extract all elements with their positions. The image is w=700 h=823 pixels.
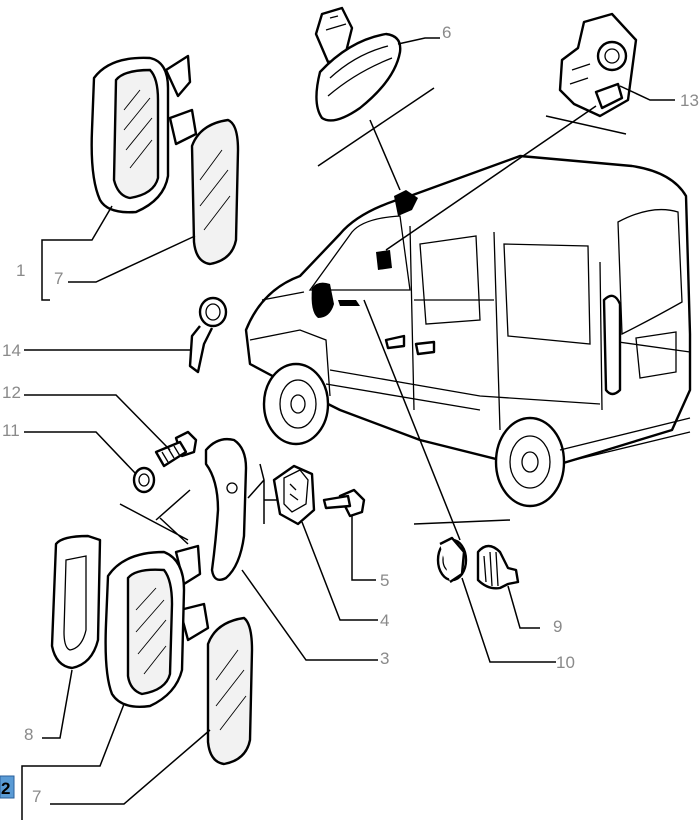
clip-part-14[interactable] bbox=[24, 296, 228, 374]
leader-lines-top-left bbox=[41, 205, 196, 301]
bolt-part-12[interactable] bbox=[24, 394, 198, 468]
callout-14: 14 bbox=[2, 341, 21, 360]
callout-6: 6 bbox=[442, 23, 451, 42]
mirror-frame-part-8[interactable] bbox=[42, 534, 102, 739]
callout-4: 4 bbox=[380, 611, 389, 630]
leader-lines-bottom-left bbox=[21, 489, 191, 820]
callout-5: 5 bbox=[380, 571, 389, 590]
callout-11: 11 bbox=[2, 421, 20, 440]
mirror-assembly-part-2[interactable] bbox=[104, 544, 210, 708]
callout-labels: 6 13 1 7 14 12 11 5 4 9 3 10 8 2 7 bbox=[0, 23, 699, 806]
mirror-glass-part-7-top[interactable] bbox=[190, 118, 240, 266]
callout-3: 3 bbox=[380, 649, 389, 668]
grommet-part-10[interactable] bbox=[436, 536, 556, 663]
screw-part-5[interactable] bbox=[322, 488, 376, 581]
interior-mirror-part-6[interactable] bbox=[314, 6, 440, 122]
callout-7-top: 7 bbox=[54, 269, 63, 288]
mirror-trim-part-3[interactable] bbox=[204, 437, 378, 661]
vehicle-body-illustration bbox=[244, 154, 692, 508]
callout-10: 10 bbox=[556, 653, 575, 672]
switch-unit-part-13[interactable] bbox=[558, 12, 675, 118]
mount-block-part-4[interactable] bbox=[272, 464, 378, 621]
callout-9: 9 bbox=[553, 617, 562, 636]
callout-12: 12 bbox=[2, 383, 21, 402]
washer-part-11[interactable] bbox=[24, 431, 156, 494]
bracket-lines-middle bbox=[247, 463, 278, 524]
boot-part-9[interactable] bbox=[476, 544, 540, 629]
callout-1: 1 bbox=[16, 261, 25, 280]
vehicle-leader-lines bbox=[317, 87, 627, 541]
callout-7-bottom: 7 bbox=[32, 787, 41, 806]
mirror-glass-part-7-bottom[interactable] bbox=[50, 616, 254, 805]
callout-2: 2 bbox=[1, 779, 10, 798]
callout-8: 8 bbox=[24, 725, 33, 744]
highlight-callout-2-box bbox=[0, 775, 15, 799]
exterior-mirror-part-1[interactable] bbox=[90, 54, 198, 214]
callout-13: 13 bbox=[680, 91, 699, 110]
